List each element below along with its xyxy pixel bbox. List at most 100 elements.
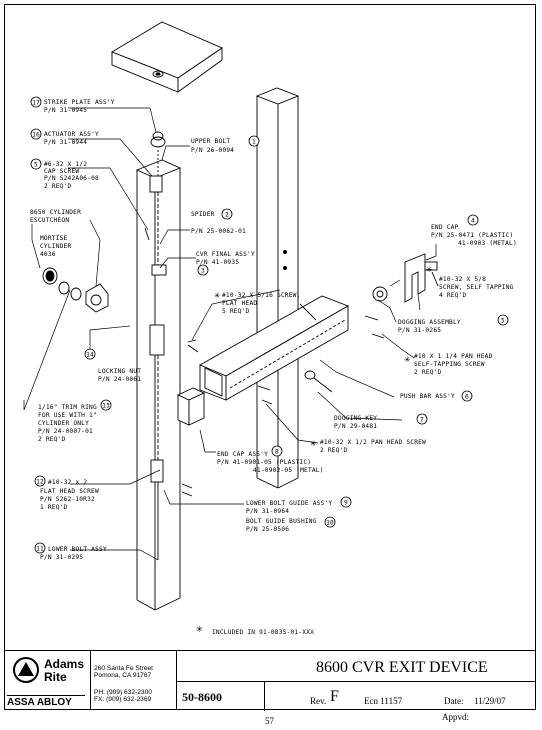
mechanism [149, 150, 167, 560]
label-strike-plate: STRIKE PLATE ASS'Y [44, 99, 115, 106]
callout-labels: STRIKE PLATE ASS'Y P/N 31-0945 ACTUATOR … [30, 99, 517, 636]
asterisk-markers: ✳ ✳ ✳ ✳ ✳ [196, 264, 432, 635]
end-cap-assy [176, 387, 206, 426]
label-spider: SPIDER [191, 211, 215, 218]
svg-text:✳: ✳ [214, 290, 220, 301]
address-line2: Pomona, CA 91767 [94, 672, 152, 680]
svg-text:✳: ✳ [426, 264, 432, 275]
label-dogging-assembly: DOGGING ASSEMBLY [398, 319, 461, 326]
label-cylinder-l2: ESCUTCHEON [30, 217, 69, 224]
approved-label: Appvd: [442, 712, 469, 722]
label-self-tap-l1: #10-32 X 5/8 [439, 276, 486, 283]
callout-num-6: 6 [465, 393, 469, 400]
label-lower-bolt-pn: P/N 31-0295 [40, 554, 83, 561]
label-bolt-guide-bushing-pn: P/N 25-0506 [246, 526, 289, 533]
callout-num-4: 4 [471, 217, 475, 224]
label-dogging-key-pn: P/N 29-0481 [334, 423, 377, 430]
part-number: 50-8600 [182, 690, 222, 704]
label-strike-plate-pn: P/N 31-0945 [44, 107, 87, 114]
label-pan-12-l2: 2 REQ'D [320, 447, 348, 454]
label-end-cap-assy: END CAP ASS'Y [217, 451, 268, 458]
date-label: Date: [444, 696, 464, 706]
label-spider-pn: P/N 25-0062-01 [191, 228, 246, 235]
cylinder-assembly [42, 267, 109, 313]
address-line1: 260 Santa Fe Street [94, 665, 154, 672]
callout-num-13: 13 [102, 402, 110, 409]
address-cell: 260 Santa Fe Street Pomona, CA 91767 PH:… [90, 651, 177, 710]
label-trim-ring-l5: 2 REQ'D [38, 436, 66, 443]
callout-num-8: 8 [275, 448, 279, 455]
label-cap-screw-l3: P/N S242A06-08 [44, 175, 99, 182]
callout-circles [30, 96, 509, 554]
drawing-title: 8600 CVR EXIT DEVICE [316, 659, 488, 676]
label-trim-ring-l1: 1/16" TRIM RING [38, 404, 97, 411]
fax: FX: (909) 632-2369 [94, 696, 152, 704]
label-pan-12-l1: #10-32 X 1/2 PAN HEAD SCREW [320, 439, 426, 446]
label-self-tap-l3: 4 REQ'D [439, 292, 467, 299]
label-flat-2-l3: P/N S262-10R32 [40, 496, 95, 503]
label-self-tap-l2: SCREW, SELF TAPPING [439, 284, 514, 291]
strike-plate-small [150, 131, 166, 148]
callout-numbers: 17 16 5 1 2 3 4 5 14 6 13 7 8 12 9 10 11 [32, 99, 505, 552]
callout-num-5: 5 [34, 161, 38, 168]
label-locking-nut-pn: P/N 24-0061 [98, 376, 141, 383]
svg-text:✳: ✳ [310, 438, 316, 449]
page-number: 57 [265, 716, 274, 726]
label-cvr-final: CVR FINAL ASS'Y [196, 251, 255, 258]
date-value: 11/29/07 [474, 696, 506, 706]
callout-num-11: 11 [36, 545, 44, 552]
label-mortise-l1: MORTISE [40, 235, 68, 242]
leader-lines [23, 107, 437, 561]
label-bolt-guide-bushing: BOLT GUIDE BUSHING [246, 518, 317, 525]
logo-cell: Adams Rite ASSA ABLOY [4, 651, 91, 710]
part-number-cell: 50-8600 [176, 681, 265, 711]
label-end-cap-l3: 41-0903 (METAL) [458, 240, 517, 247]
callout-num-16: 16 [32, 131, 40, 138]
label-trim-ring-l2: FOR USE WITH 1" [38, 412, 97, 419]
callout-num-10: 10 [326, 519, 334, 526]
callout-num-5b: 5 [501, 317, 505, 324]
label-upper-bolt: UPPER BOLT [191, 138, 230, 145]
label-mortise-l2: CYLINDER [40, 243, 71, 250]
label-lower-bolt: LOWER BOLT ASSY [48, 546, 107, 553]
label-flat-2-l1: #10-32 x 2 [48, 479, 87, 486]
label-pan-114-l1: #10 X 1 1/4 PAN HEAD [414, 353, 493, 360]
label-upper-bolt-pn: P/N 26-0094 [191, 147, 234, 154]
included-note: INCLUDED IN 91-0835-01-XXX [212, 629, 314, 636]
callout-num-17: 17 [32, 99, 40, 106]
label-lower-bolt-guide: LOWER BOLT GUIDE ASS'Y [246, 500, 332, 507]
rev-value: F [330, 688, 339, 705]
title-block: Adams Rite ASSA ABLOY 260 Santa Fe Stree… [4, 650, 536, 711]
parent-brand: ASSA ABLOY [7, 695, 85, 708]
label-dogging-assembly-pn: P/N 31-0265 [398, 327, 441, 334]
label-end-cap-assy-l3: 41-0902-05 (METAL) [253, 467, 324, 474]
label-end-cap-l2: P/N 25-0471 (PLASTIC) [431, 232, 513, 239]
label-cap-screw-l2: CAP SCREW [44, 168, 79, 175]
label-cap-screw-l1: #6-32 X 1/2 [44, 161, 87, 168]
label-flat-516-l2: FLAT HEAD [222, 300, 257, 307]
label-flat-516-l3: 5 REQ'D [222, 308, 250, 315]
svg-text:✳: ✳ [404, 354, 410, 365]
right-stile [255, 87, 300, 489]
callout-num-12: 12 [36, 478, 44, 485]
label-flat-2-l4: 1 REQ'D [40, 504, 68, 511]
label-actuator-pn: P/N 31-0944 [44, 139, 87, 146]
label-push-bar: PUSH BAR ASS'Y [400, 393, 455, 400]
label-end-cap-assy-l2: P/N 41-0901-05 (PLASTIC) [217, 459, 311, 466]
label-locking-nut: LOCKING NUT [98, 368, 141, 375]
adams-rite-logo [12, 656, 40, 684]
revision-cell: Rev. F Ecn 11157 Date: 11/29/07 [264, 681, 536, 711]
label-mortise-l3: 4036 [40, 251, 56, 258]
callout-num-3: 3 [201, 267, 205, 274]
label-cylinder-l1: 8650 CYLINDER [30, 209, 81, 216]
ecn: Ecn 11157 [364, 696, 403, 706]
label-flat-516-l1: #10-32 X 5/16 SCREW, [222, 292, 301, 299]
callout-num-14: 14 [86, 351, 94, 358]
label-trim-ring-l3: CYLINDER ONLY [38, 420, 89, 427]
dogging-key [304, 370, 333, 393]
label-trim-ring-l4: P/N 24-0007-01 [38, 428, 93, 435]
strike-plate-header [110, 21, 223, 93]
end-cap [404, 253, 438, 303]
brand-name-line2: Rite [44, 670, 67, 684]
